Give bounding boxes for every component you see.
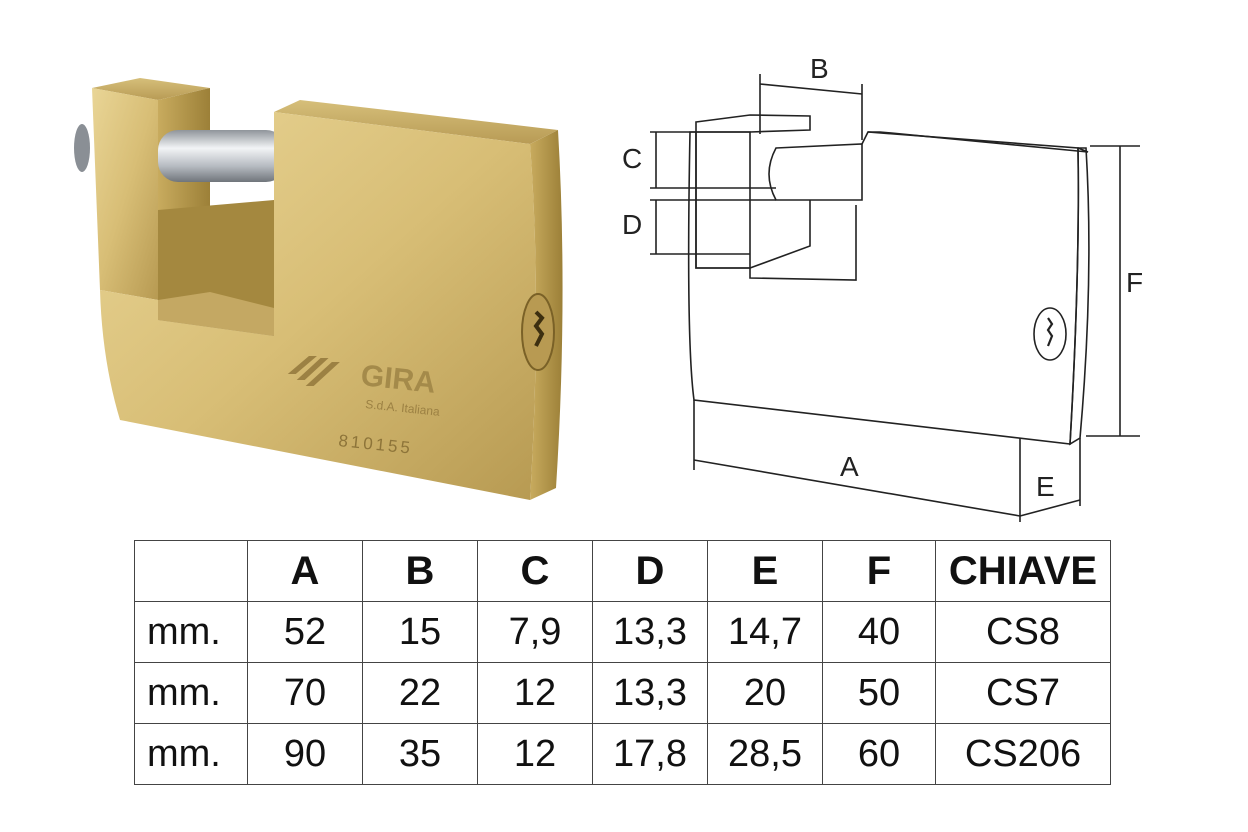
shackle-cavity-floor (158, 292, 274, 336)
table-row: mm. 70 22 12 13,3 20 50 CS7 (134, 662, 1111, 724)
dim-label-E: E (1036, 471, 1055, 502)
header-cell-B: B (362, 540, 478, 602)
table-cell: mm. (134, 662, 248, 724)
dim-label-F: F (1126, 267, 1143, 298)
shackle-pin-end (74, 124, 90, 172)
table-cell: 52 (247, 601, 363, 663)
table-cell: mm. (134, 601, 248, 663)
table-cell: 17,8 (592, 723, 708, 785)
header-cell-A: A (247, 540, 363, 602)
drawing-left-block (695, 114, 811, 133)
dimension-drawing: B C D F A E (622, 53, 1143, 522)
dim-label-D: D (622, 209, 642, 240)
keyhole-slot (533, 310, 545, 347)
drawing-shackle-pin (768, 143, 863, 201)
brand-logo (287, 356, 340, 386)
table-cell: 50 (822, 662, 936, 724)
table-header-row: A B C D E F CHIAVE (134, 540, 1111, 602)
padlock-photo: GIRA S.d.A. Italiana 810155 (74, 78, 563, 500)
drawing-keyhole (1033, 307, 1067, 361)
body-top (274, 100, 558, 144)
header-cell-C: C (477, 540, 593, 602)
body-front (100, 112, 536, 500)
table-cell: 22 (362, 662, 478, 724)
dim-label-C: C (622, 143, 642, 174)
table-cell: CS8 (935, 601, 1111, 663)
table-cell: 13,3 (592, 601, 708, 663)
table-cell: 20 (707, 662, 823, 724)
header-cell-D: D (592, 540, 708, 602)
table-cell: 35 (362, 723, 478, 785)
table-cell: 40 (822, 601, 936, 663)
dimensions-table: A B C D E F CHIAVE mm. 52 15 7,9 13,3 14… (134, 540, 1111, 785)
table-cell: CS206 (935, 723, 1111, 785)
header-cell-F: F (822, 540, 936, 602)
table-cell: 28,5 (707, 723, 823, 785)
header-cell-blank (134, 540, 248, 602)
table-cell: 90 (247, 723, 363, 785)
drawing-body-front (687, 131, 1080, 445)
table-cell: 7,9 (477, 601, 593, 663)
header-cell-chiave: CHIAVE (935, 540, 1111, 602)
shackle-pin (158, 130, 286, 182)
table-row: mm. 52 15 7,9 13,3 14,7 40 CS8 (134, 601, 1111, 663)
table-cell: 12 (477, 723, 593, 785)
table-cell: 70 (247, 662, 363, 724)
header-cell-E: E (707, 540, 823, 602)
table-cell: 14,7 (707, 601, 823, 663)
table-cell: CS7 (935, 662, 1111, 724)
table-cell: mm. (134, 723, 248, 785)
drawing-body-side (1069, 147, 1090, 446)
brand-text: GIRA (359, 359, 437, 400)
table-cell: 12 (477, 662, 593, 724)
table-cell: 15 (362, 601, 478, 663)
dim-label-A: A (840, 451, 859, 482)
dim-label-B: B (810, 53, 829, 84)
left-block-top (92, 78, 210, 100)
table-row: mm. 90 35 12 17,8 28,5 60 CS206 (134, 723, 1111, 785)
left-block-front (92, 88, 158, 300)
table-cell: 13,3 (592, 662, 708, 724)
drawing-body-top (868, 131, 1089, 153)
table-cell: 60 (822, 723, 936, 785)
